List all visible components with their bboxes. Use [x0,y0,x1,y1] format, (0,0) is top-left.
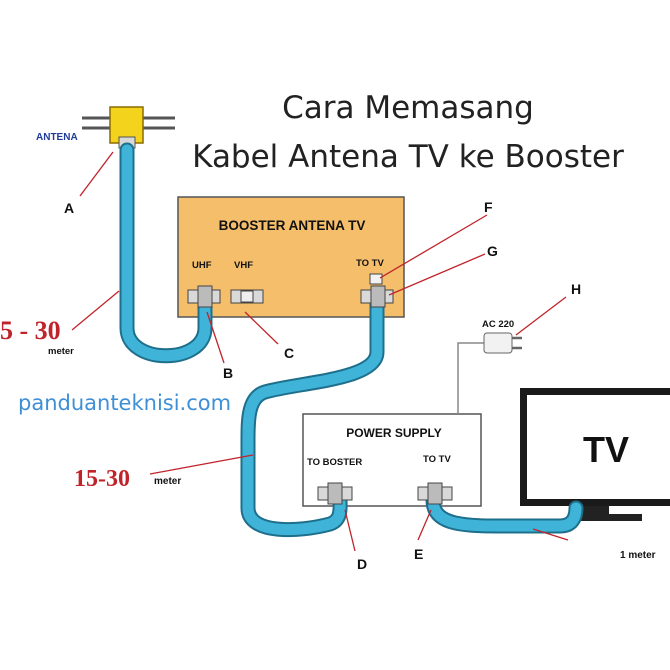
cable-antenna-to-booster [121,144,211,362]
tv-neck [583,506,609,514]
booster-port-to-tv-label: TO TV [356,258,384,269]
booster-port-uhf-label: UHF [192,260,212,271]
booster-vhf-connector-port [240,290,254,303]
callout-h: H [571,281,581,297]
booster-title: BOOSTER ANTENA TV [219,218,366,233]
booster-to-tv-connector-nut [370,285,386,308]
booster-cable-length-value: 15-30 [74,466,130,492]
antenna-cable-length-unit: meter [48,346,74,357]
callout-f: F [484,199,493,215]
title-line-1: Cara Memasang [282,90,534,126]
ac-plug [483,332,522,354]
callout-line-tv-length [532,528,569,541]
callout-line-antenna-length [71,290,120,331]
callout-line-a [79,151,114,197]
booster-cable-length-unit: meter [154,476,181,487]
connectors [187,273,453,505]
cable-booster-to-power-supply [242,298,383,536]
power-supply-port-to-tv-label: TO TV [423,454,451,465]
antenna-label: ANTENA [36,132,78,143]
watermark: panduanteknisi.com [18,391,231,415]
callout-line-d [344,509,356,552]
ac-plug-label: AC 220 [482,319,514,330]
television [520,388,670,521]
tv-label: TV [583,429,629,470]
callout-a: A [64,200,74,216]
ac-plug-body [483,332,513,354]
power-supply-to-tv-connector-nut [427,482,443,505]
title-line-2: Kabel Antena TV ke Booster [192,139,624,175]
tv-screen [527,395,670,499]
callout-b: B [223,365,233,381]
antenna [82,106,175,149]
power-supply-port-to-booster-label: TO BOSTER [307,457,362,468]
callout-d: D [357,556,367,572]
booster-to-tv-port-icon [369,273,383,285]
booster-uhf-connector-nut [197,285,213,308]
callout-line-b [206,311,225,364]
callout-lines [71,151,569,552]
power-supply-title: POWER SUPPLY [346,426,442,440]
tv-cable-length: 1 meter [620,550,656,561]
callout-line-booster-length [149,454,254,475]
callout-e: E [414,546,423,562]
antenna-cable-length-value: 5 - 30 [0,316,61,345]
ac-power-wire [457,342,484,414]
coax-cables [119,142,584,538]
tv-stand [572,514,642,521]
callout-line-g [388,253,486,296]
callout-g: G [487,243,498,259]
power-supply-to-booster-connector-nut [327,482,343,505]
callout-c: C [284,345,294,361]
callout-line-c [244,311,279,345]
callout-line-h [515,296,567,336]
cable-power-supply-to-tv [427,494,582,532]
callout-line-f [379,214,488,279]
booster-port-vhf-label: VHF [234,260,253,271]
callout-line-e [417,509,432,541]
